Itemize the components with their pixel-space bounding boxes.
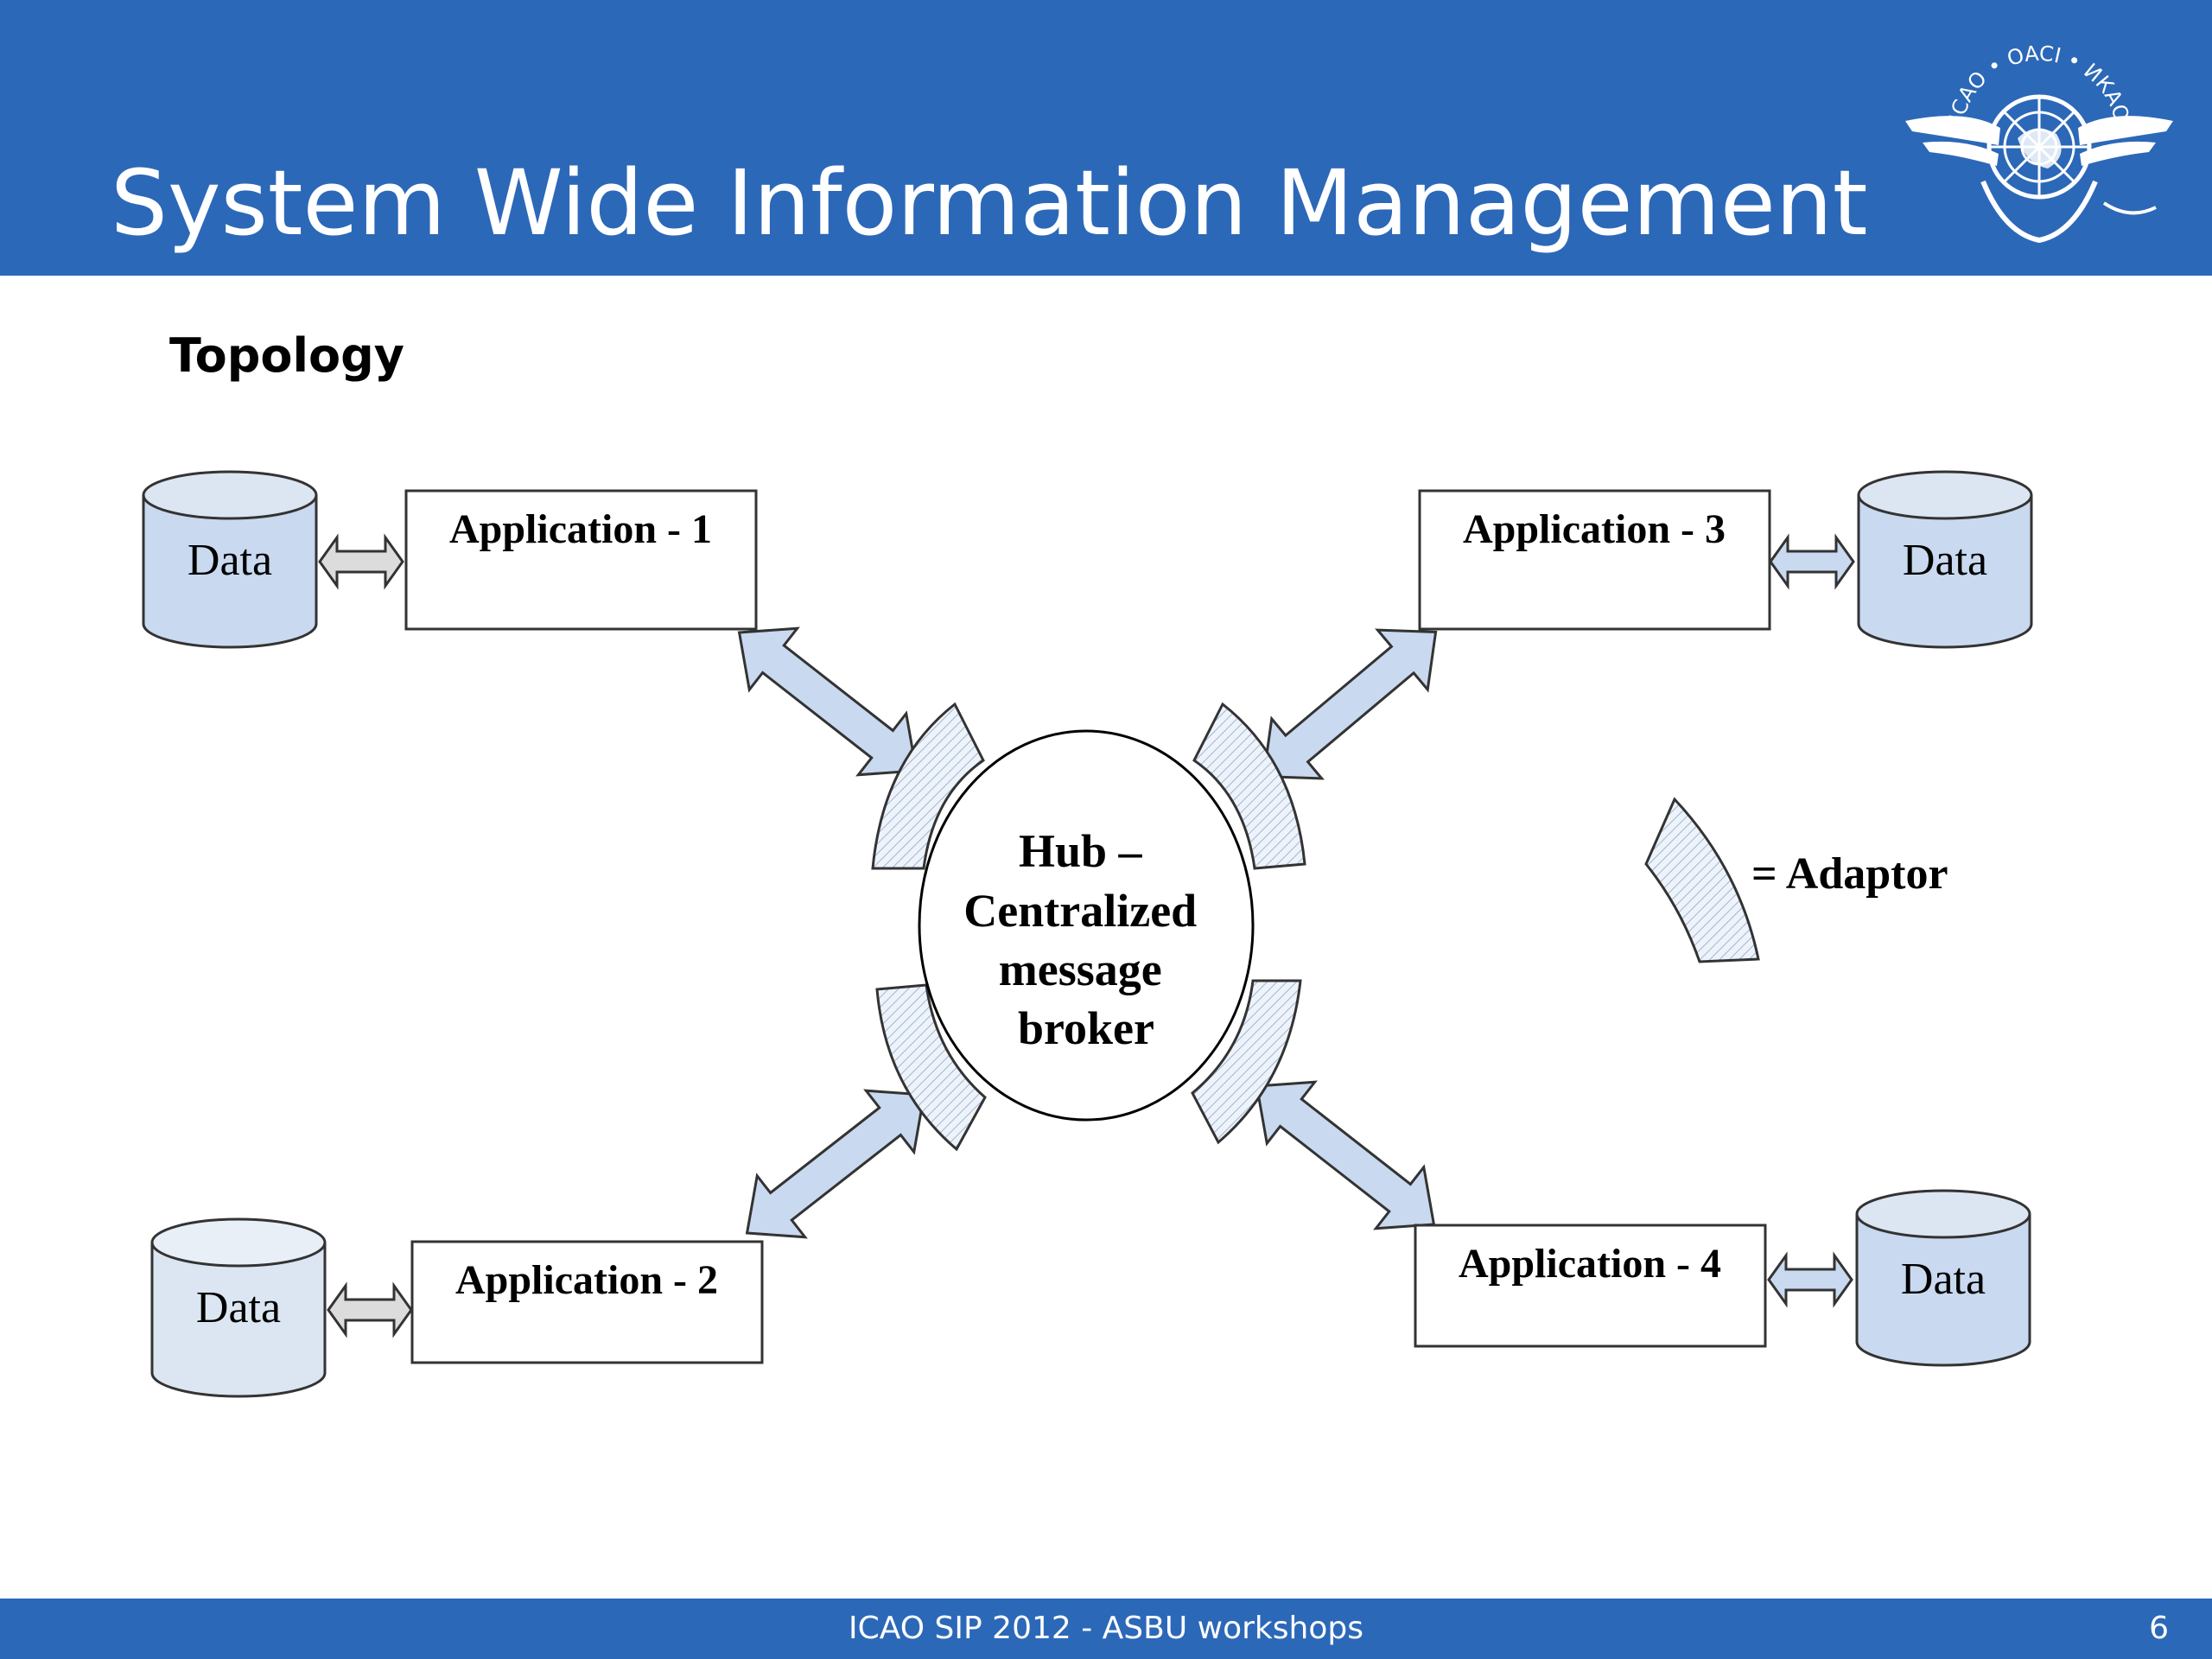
data-label-1: Data xyxy=(188,536,272,585)
hub-label-line-3: message xyxy=(999,944,1162,995)
double-arrow-data2-app2 xyxy=(327,1284,413,1336)
application-label-2: Application - 2 xyxy=(455,1257,718,1303)
adaptor-bottom-left xyxy=(875,983,987,1152)
application-box-1: Application - 1 xyxy=(404,489,758,631)
data-label-2: Data xyxy=(196,1283,281,1332)
adaptor-top-left xyxy=(871,702,985,870)
icao-emblem-icon: ICAO • OACI • ИКАО xyxy=(1905,41,2173,244)
data-label-4: Data xyxy=(1901,1255,1986,1304)
page-number: 6 xyxy=(2149,1611,2169,1646)
application-box-2: Application - 2 xyxy=(410,1240,764,1364)
data-cylinder-1: Data xyxy=(142,470,318,649)
adaptor-legend-label: = Adaptor xyxy=(1751,849,1948,899)
topology-diagram: Hub – Centralized message broker Applica… xyxy=(142,470,2033,1398)
adaptor-top-right xyxy=(1192,702,1306,870)
slide-title: System Wide Information Management xyxy=(111,150,1868,256)
hub-label-line-1: Hub – xyxy=(1019,825,1143,877)
svg-text:Hub – Centralized: Hub – Centralized message broker xyxy=(963,825,1208,1054)
slide-subtitle: Topology xyxy=(169,328,404,383)
slide-header: System Wide Information Management ICAO … xyxy=(0,0,2212,276)
application-label-3: Application - 3 xyxy=(1463,506,1726,552)
data-label-3: Data xyxy=(1903,536,1987,585)
data-cylinder-3: Data xyxy=(1857,470,2033,649)
application-label-4: Application - 4 xyxy=(1459,1241,1721,1287)
double-arrow-app4-data4 xyxy=(1767,1254,1853,1306)
application-box-3: Application - 3 xyxy=(1418,489,1771,631)
hub-broker: Hub – Centralized message broker xyxy=(918,729,1255,1122)
data-cylinder-2: Data xyxy=(150,1217,327,1398)
data-cylinder-4: Data xyxy=(1855,1189,2031,1367)
application-box-4: Application - 4 xyxy=(1414,1224,1767,1348)
footer-text: ICAO SIP 2012 - ASBU workshops xyxy=(849,1611,1363,1646)
slide-footer: ICAO SIP 2012 - ASBU workshops 6 xyxy=(0,1599,2212,1659)
application-label-1: Application - 1 xyxy=(449,506,712,552)
hub-label-line-4: broker xyxy=(1018,1002,1154,1054)
adaptor-bottom-right xyxy=(1191,979,1302,1145)
double-arrow-data1-app1 xyxy=(318,536,404,588)
adaptor-legend: = Adaptor xyxy=(1644,797,1948,963)
adaptor-legend-swatch xyxy=(1644,797,1760,963)
double-arrow-app3-data3 xyxy=(1769,536,1855,588)
hub-label-line-2: Centralized xyxy=(963,885,1197,937)
